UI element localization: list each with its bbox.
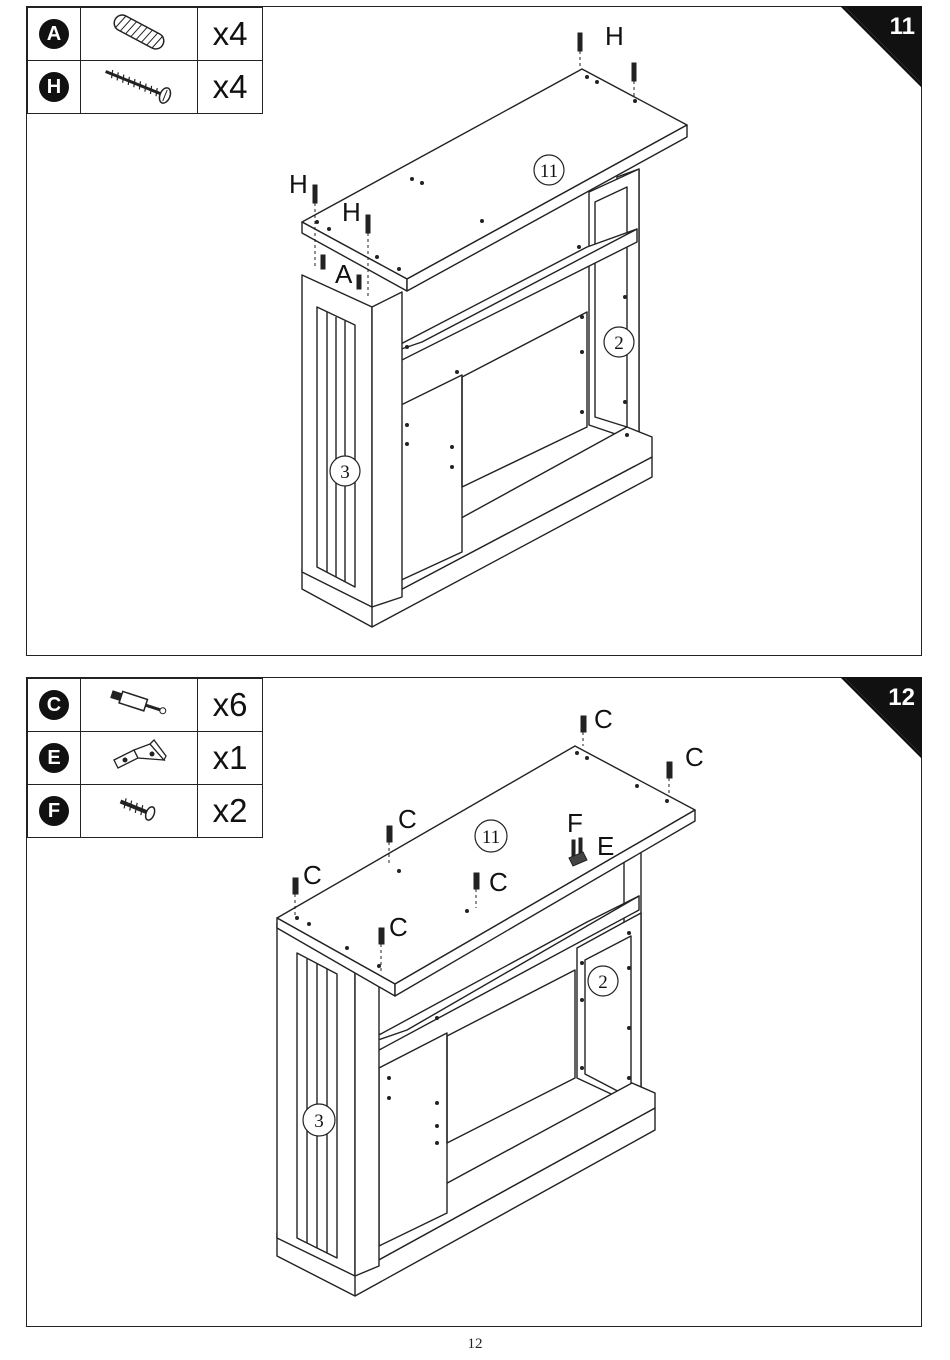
callout-f: F <box>567 808 583 838</box>
panel-label-top: 11 <box>540 161 558 182</box>
panel-label-right: 2 <box>614 333 624 354</box>
callout-c-right: C <box>685 742 704 772</box>
callout-h-left: H <box>289 169 308 199</box>
panel-label-left: 3 <box>340 462 350 483</box>
panel-label-left: 3 <box>314 1111 324 1132</box>
callout-c-left: C <box>303 860 322 890</box>
callout-h-right: H <box>605 21 624 51</box>
panel-label-top: 11 <box>482 827 500 848</box>
page-number: 12 <box>0 1336 950 1353</box>
cabinet-assembly-drawing-step-12: C C C C C C F E 11 2 3 <box>27 678 923 1328</box>
callout-e: E <box>597 831 614 861</box>
callout-c-back: C <box>594 704 613 734</box>
step-12-panel: C x6 E <box>26 677 922 1327</box>
left-side-panel <box>302 275 372 607</box>
cabinet-assembly-drawing-step-11: H H H A 11 2 3 <box>27 7 923 657</box>
callout-c-center: C <box>489 867 508 897</box>
panel-label-right: 2 <box>598 972 608 993</box>
step-11-panel: A x4 H <box>26 6 922 656</box>
callout-c-middle: C <box>398 804 417 834</box>
callout-a: A <box>335 259 353 289</box>
callout-c-front: C <box>389 912 408 942</box>
callout-h-front: H <box>342 197 361 227</box>
